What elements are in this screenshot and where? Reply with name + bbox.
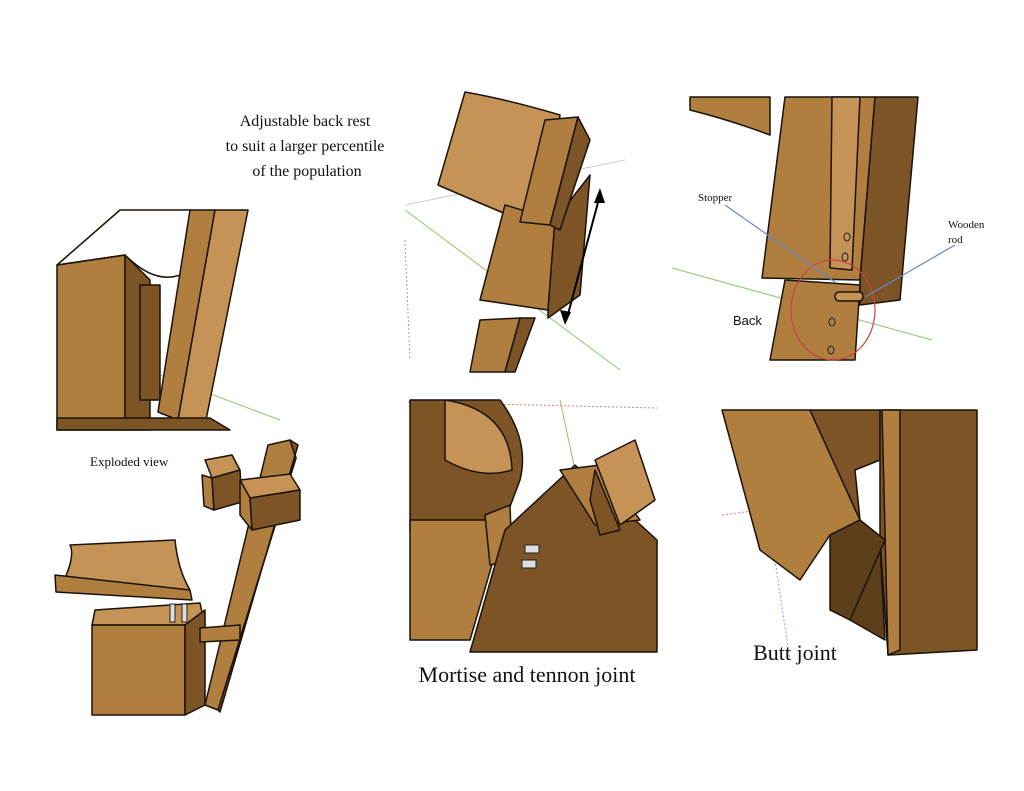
butt-joint-caption: Butt joint <box>753 640 837 665</box>
panel-butt-joint: Butt joint <box>721 409 978 665</box>
wooden-rod-label: Wooden rod <box>948 219 987 246</box>
stopper-label: Stopper <box>698 192 733 204</box>
back-label: Back <box>733 313 762 328</box>
panel-backrest-junction <box>56 209 281 431</box>
panel-exploded-view: Exploded view <box>54 439 301 716</box>
panel-stopper-detail: Stopper Wooden rod Back <box>671 96 987 361</box>
panel-mortise-tenon: Mortise and tennon joint <box>407 399 658 687</box>
exploded-view-caption: Exploded view <box>90 454 169 469</box>
mortise-caption: Mortise and tennon joint <box>419 662 636 687</box>
panel-adjustable-backrest: Adjustable back rest to suit a larger pe… <box>226 91 626 373</box>
adjustable-caption: Adjustable back rest to suit a larger pe… <box>226 113 389 180</box>
